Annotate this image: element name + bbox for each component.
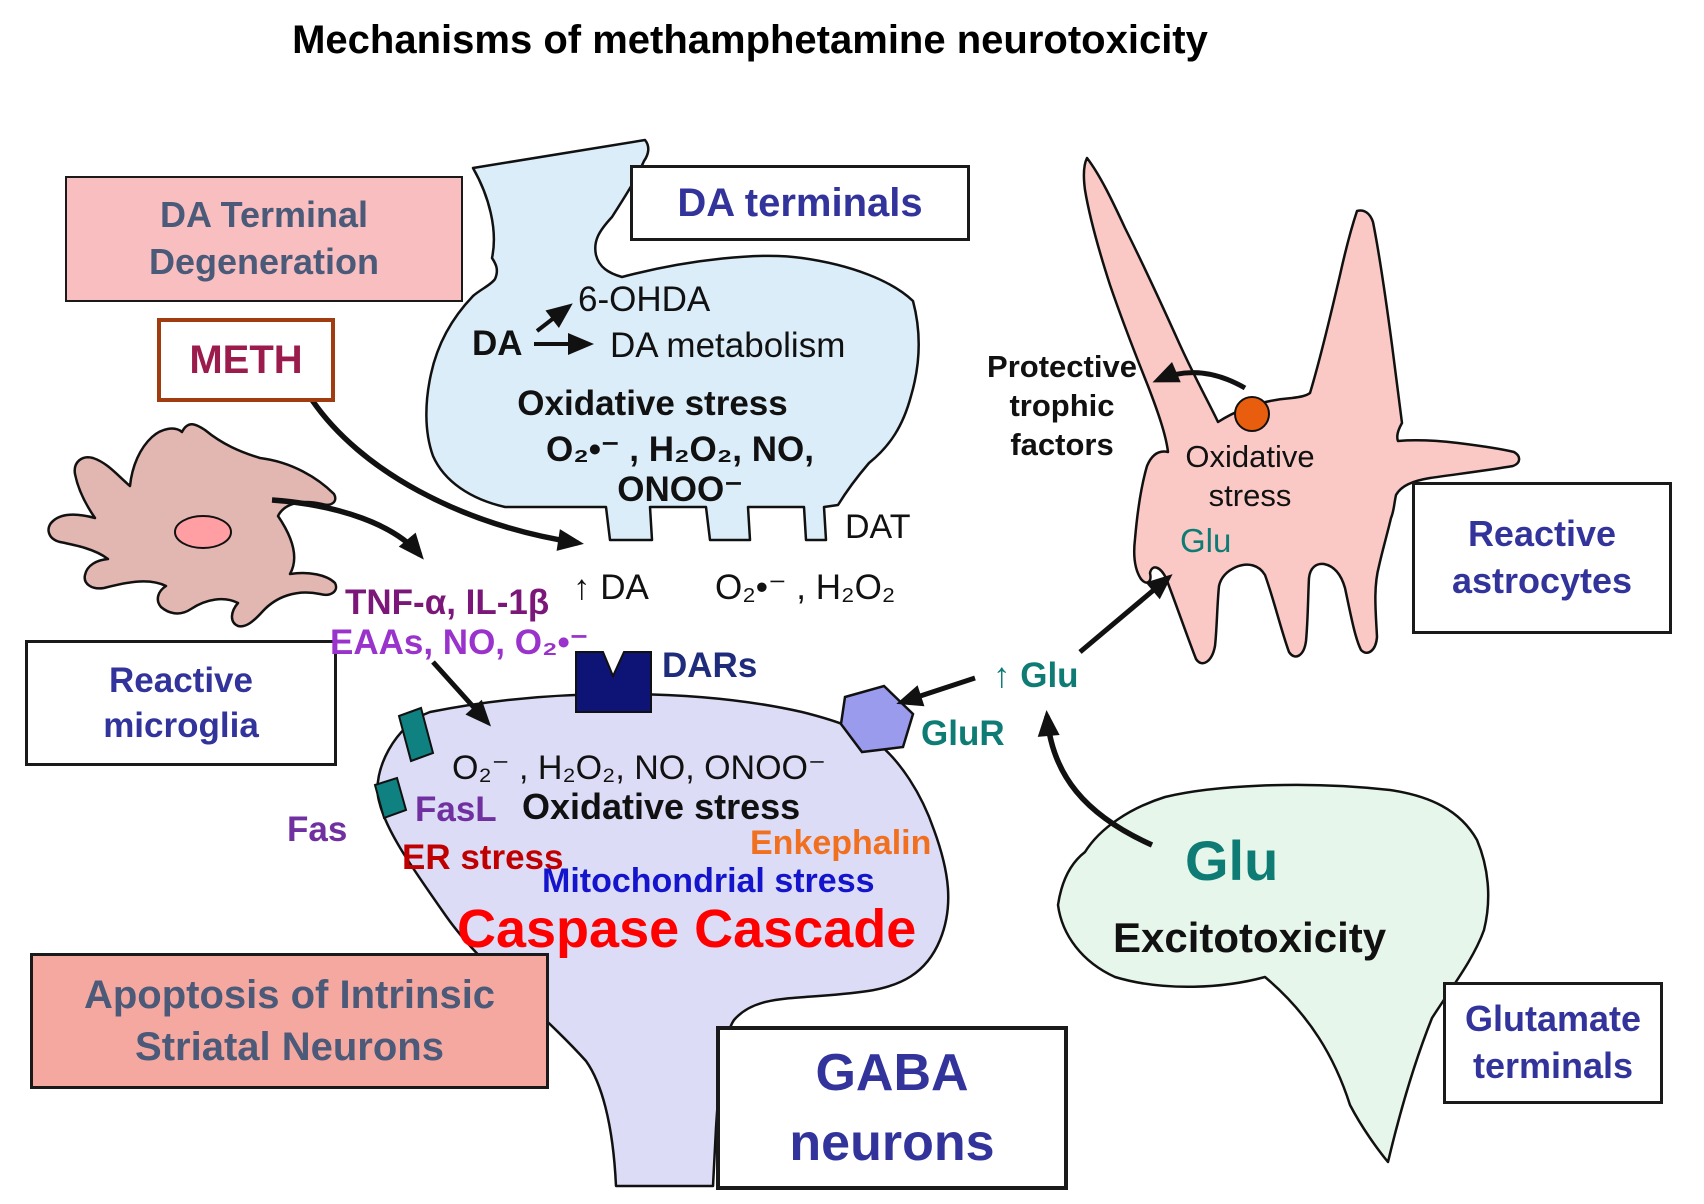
arrow-glu-to-astrocyte (1078, 574, 1173, 654)
fas-receptor-lower (373, 776, 408, 820)
trophic-line2: trophic (1009, 387, 1115, 423)
da-terminals-box: DA terminals (630, 165, 970, 241)
enkephalin-label: Enkephalin (750, 824, 932, 862)
arrow-da-to-6ohda (535, 303, 573, 333)
meth-label: METH (189, 338, 303, 382)
da-label: DA (472, 324, 523, 363)
gaba-neurons-line1: GABA (815, 1043, 969, 1102)
fas-label: Fas (287, 810, 348, 849)
da-terminals-label: DA terminals (677, 181, 923, 225)
reactive-microglia-line1: Reactive (109, 660, 253, 700)
glutamate-terminals-line2: terminals (1472, 1045, 1634, 1086)
astrocyte-shape (1082, 156, 1521, 665)
glu-increase-label: ↑ Glu (993, 656, 1079, 695)
gaba-neurons-box: GABA neurons (716, 1026, 1068, 1190)
terminal-ros-label: O₂•⁻ , H₂O₂, NO, ONOO⁻ (546, 430, 814, 509)
glutamate-glu-label: Glu (1185, 829, 1279, 892)
glur-label: GluR (921, 714, 1005, 753)
reactive-astrocytes-line2: astrocytes (1451, 560, 1633, 601)
microglia-nucleus (174, 515, 232, 549)
excitotoxicity-label: Excitotoxicity (1113, 914, 1387, 961)
arrow-meth-to-synapse (309, 398, 584, 551)
meth-box: METH (157, 318, 335, 402)
reactive-microglia-box: Reactive microglia (25, 640, 337, 766)
trophic-line3: factors (1010, 426, 1114, 462)
terminal-oxidative-stress-label: Oxidative stress (517, 384, 788, 423)
mitochondrial-stress-label: Mitochondrial stress (542, 862, 875, 900)
da-terminal-degeneration-line1: DA Terminal (159, 194, 369, 236)
da-release-label: ↑ DA (573, 568, 649, 607)
eaas-label: EAAs, NO, O₂•⁻ (330, 623, 589, 662)
neuron-ros-label: O₂⁻ , H₂O₂, NO, ONOO⁻ (452, 749, 826, 787)
page-title: Mechanisms of methamphetamine neurotoxic… (292, 18, 1208, 62)
apoptosis-line1: Apoptosis of Intrinsic (83, 973, 496, 1017)
astro-ox-line2: stress (1208, 477, 1292, 513)
da-terminal-degeneration-line2: Degeneration (148, 241, 380, 282)
trophic-line1: Protective (987, 349, 1137, 384)
astrocyte-oxidative-stress-label: Oxidative stress (1150, 438, 1350, 516)
dat-label: DAT (845, 508, 911, 546)
caspase-cascade-label: Caspase Cascade (457, 899, 917, 959)
cytokines-label: TNF-α, IL-1β (345, 583, 550, 622)
arrow-glu-to-glur (896, 675, 976, 707)
glur-receptor (839, 684, 915, 754)
dars-label: DARs (662, 646, 758, 685)
fas-receptor-upper (397, 706, 435, 763)
dar-receptor (575, 651, 652, 713)
fasl-label: FasL (415, 790, 497, 829)
reactive-astrocytes-box: Reactive astrocytes (1412, 482, 1672, 634)
protective-trophic-factors-label: Protective trophic factors (952, 348, 1172, 464)
arrow-eaas-to-neuron (431, 660, 492, 727)
da-terminal-shape (425, 138, 920, 542)
da-metabolism-label: DA metabolism (610, 326, 846, 365)
apoptosis-box: Apoptosis of Intrinsic Striatal Neurons (30, 953, 549, 1089)
arrow-microglia-to-cytokines (271, 497, 424, 560)
arrow-astrocyte-to-trophic (1152, 362, 1247, 391)
reactive-astrocytes-line1: Reactive (1467, 513, 1617, 555)
synapse-ros-label: O₂•⁻ , H₂O₂ (715, 568, 896, 607)
apoptosis-line2: Striatal Neurons (135, 1025, 444, 1069)
glutamate-terminals-line1: Glutamate (1464, 998, 1642, 1040)
reactive-microglia-line2: microglia (103, 706, 259, 745)
gaba-neurons-line2: neurons (789, 1114, 995, 1172)
astrocyte-glu-label: Glu (1180, 522, 1232, 559)
astrocyte-nucleus (1234, 396, 1270, 432)
neuron-oxidative-stress-label: Oxidative stress (522, 786, 801, 827)
glutamate-terminals-box: Glutamate terminals (1443, 982, 1663, 1104)
astro-ox-line1: Oxidative (1185, 439, 1315, 474)
six-ohda-label: 6-OHDA (578, 280, 711, 319)
arrow-glutamate-to-glu (1037, 710, 1154, 848)
er-stress-label: ER stress (402, 838, 564, 877)
da-terminal-degeneration-box: DA Terminal Degeneration (65, 176, 463, 302)
